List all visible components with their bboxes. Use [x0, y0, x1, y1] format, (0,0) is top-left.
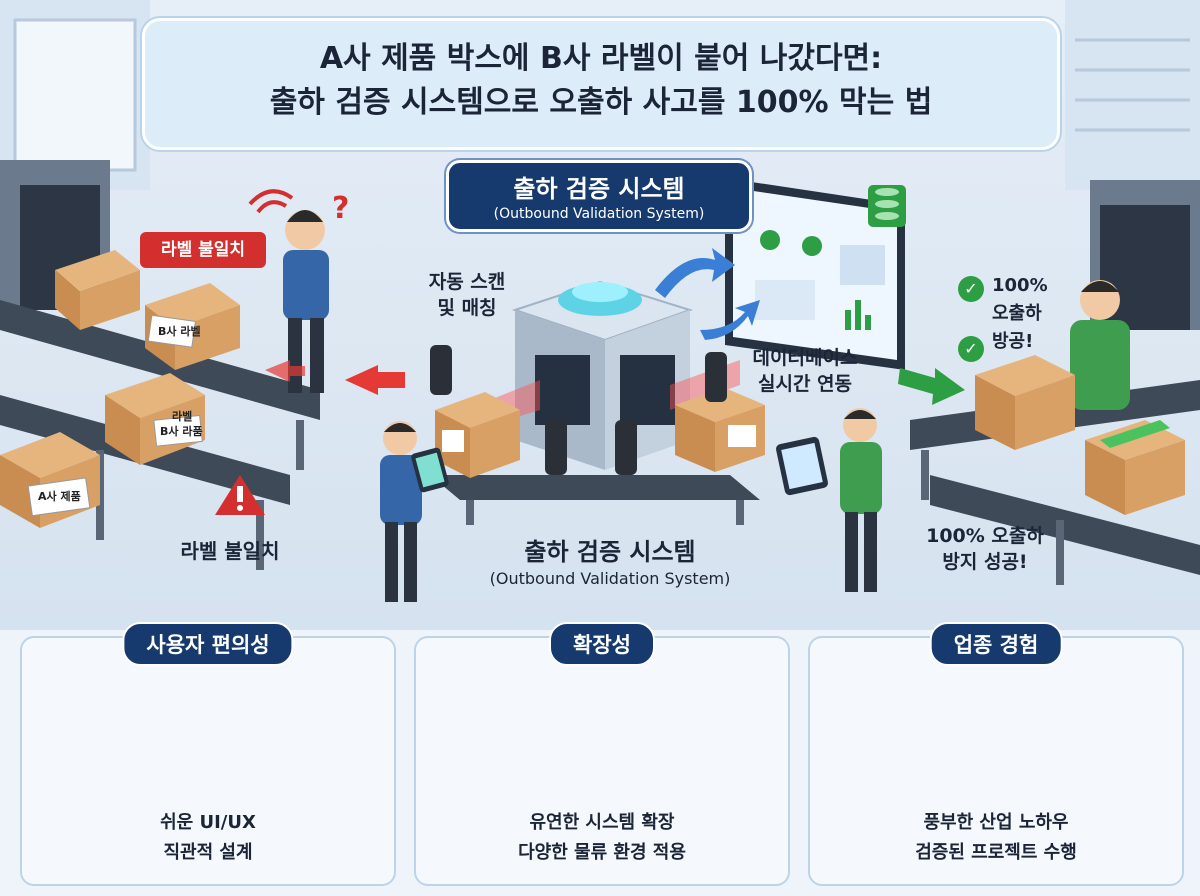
right-shutter	[1065, 0, 1200, 190]
box-b-label-text: B사 라벨	[158, 324, 201, 338]
db-line-2: 실시간 연동	[757, 372, 852, 395]
mismatch-tag: 라벨 불일치	[140, 232, 266, 268]
panel-usability-title: 사용자 편의성	[122, 622, 294, 666]
blue-flow-arrows	[655, 248, 760, 340]
system-title: 출하 검증 시스템	[513, 175, 685, 203]
panel-scalability-caption-2: 다양한 물류 환경 적용	[518, 842, 686, 863]
box-b-label	[145, 283, 240, 370]
title-line-2: 출하 검증 시스템으로 오출하 사고를 100% 막는 법	[269, 85, 933, 120]
db-label: 데이터베이스 실시간 연동	[740, 346, 870, 397]
panel-industry-title: 업종 경험	[929, 622, 1063, 666]
operator-left	[380, 421, 449, 602]
box-a-product-bottom	[0, 432, 100, 528]
happy-worker	[1070, 280, 1130, 410]
title-line-1: A사 제품 박스에 B사 라벨이 붙어 나갔다면:	[319, 41, 883, 76]
success-line-2: 방지 성공!	[942, 550, 1028, 573]
panel-industry: 업종 경험 풍부한 산업 노하우 검증된 프로젝트 수행	[808, 622, 1184, 886]
success-label: 100% 오출하 방지 성공!	[900, 524, 1070, 575]
panel-industry-caption-2: 검증된 프로젝트 수행	[915, 842, 1077, 863]
center-system-label: 출하 검증 시스템 (Outbound Validation System)	[460, 536, 760, 590]
dashboard-monitor	[725, 178, 905, 370]
panel-scalability-caption-1: 유연한 시스템 확장	[529, 812, 675, 833]
panel-industry-caption-1: 풍부한 산업 노하우	[923, 812, 1069, 833]
panel-usability-caption-1: 쉬운 UI/UX	[160, 812, 256, 833]
auto-scan-label: 자동 스캔 및 매칭	[412, 270, 522, 321]
check-icon: ✓	[958, 336, 984, 362]
panel-industry-caption: 풍부한 산업 노하우 검증된 프로젝트 수행	[810, 808, 1182, 868]
database-icon	[868, 185, 906, 227]
panel-scalability: 확장성 유연한 시스템 확장 다양한 물류 환경 적용	[414, 622, 790, 886]
check-list: ✓ ✓ 100% 오출하 방공!	[958, 272, 1048, 362]
title-banner: A사 제품 박스에 B사 라벨이 붙어 나갔다면: 출하 검증 시스템으로 오출…	[142, 18, 1060, 150]
red-flow-arrows	[265, 360, 405, 395]
db-line-1: 데이터베이스	[752, 347, 858, 369]
green-flow-arrow	[898, 368, 965, 405]
panel-scalability-title: 확장성	[549, 622, 655, 666]
system-subtitle: (Outbound Validation System)	[493, 206, 705, 222]
svg-text:?: ?	[332, 191, 349, 226]
center-system-subtitle: (Outbound Validation System)	[489, 569, 731, 589]
center-system-title: 출하 검증 시스템	[524, 538, 696, 566]
box-b-product	[105, 373, 205, 465]
check-line-3: 방공!	[992, 331, 1034, 352]
box-small-tag-text: 라벨	[172, 409, 192, 423]
check-icon: ✓	[958, 276, 984, 302]
warning-icon	[215, 475, 265, 515]
box-a-product-top	[55, 250, 140, 330]
right-box-lower	[1085, 420, 1185, 515]
panel-scalability-caption: 유연한 시스템 확장 다양한 물류 환경 적용	[416, 808, 788, 868]
panel-usability-caption-2: 직관적 설계	[163, 842, 253, 863]
success-line-1: 100% 오출하	[926, 525, 1044, 547]
center-box-left	[435, 392, 520, 478]
panel-usability: 사용자 편의성 쉬운 UI/UX 직관적 설계	[20, 622, 396, 886]
mismatch-bottom-label: 라벨 불일치	[180, 539, 280, 563]
panel-usability-caption: 쉬운 UI/UX 직관적 설계	[22, 808, 394, 868]
check-line-2: 오출하	[992, 303, 1042, 324]
check-line-1: 100%	[992, 275, 1048, 296]
box-a-product-text: A사 제품	[38, 489, 81, 503]
auto-scan-line-2: 및 매칭	[437, 296, 497, 319]
operator-right	[776, 408, 882, 592]
right-box-upper	[975, 355, 1075, 450]
handheld-scanners	[430, 345, 727, 475]
box-b-product-text: B사 라품	[160, 424, 203, 438]
center-conveyor	[430, 475, 760, 525]
center-box-right	[675, 388, 765, 472]
auto-scan-line-1: 자동 스캔	[428, 271, 506, 293]
system-title-box: 출하 검증 시스템 (Outbound Validation System)	[446, 160, 752, 232]
